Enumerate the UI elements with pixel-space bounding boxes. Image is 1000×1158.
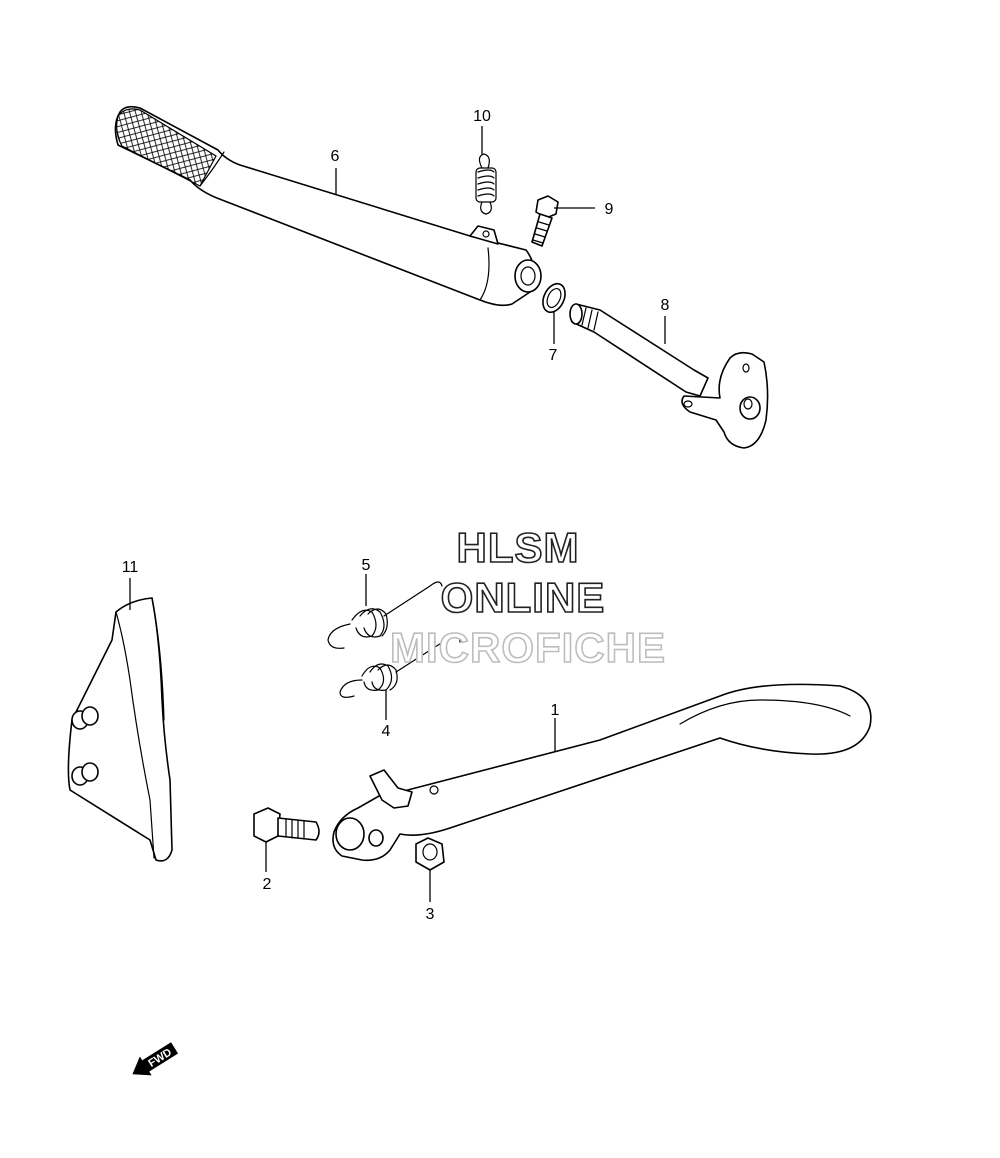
spring-part-4 bbox=[339, 635, 461, 698]
callout-8: 8 bbox=[661, 297, 670, 314]
pedal-arm-part-6 bbox=[114, 105, 542, 307]
lever-part-1 bbox=[332, 683, 872, 862]
callout-1: 1 bbox=[551, 702, 560, 719]
callout-3: 3 bbox=[426, 906, 435, 923]
callout-4: 4 bbox=[382, 723, 391, 740]
watermark-line-3: MICROFICHE bbox=[390, 624, 666, 671]
washer-part-7 bbox=[542, 282, 566, 314]
callout-7: 7 bbox=[549, 347, 558, 364]
watermark: HLSM ONLINE MICROFICHE bbox=[389, 523, 666, 672]
callout-labels: 1 2 3 4 5 6 7 8 9 10 11 bbox=[122, 108, 670, 923]
bolt-part-2 bbox=[253, 807, 320, 843]
callout-10: 10 bbox=[473, 108, 491, 125]
shaft-part-8 bbox=[569, 303, 769, 449]
leader-lines bbox=[129, 126, 666, 902]
spring-part-5 bbox=[327, 581, 443, 649]
bolt-part-9 bbox=[531, 195, 559, 247]
cover-part-11 bbox=[67, 597, 173, 862]
nut-part-3 bbox=[415, 837, 445, 871]
callout-2: 2 bbox=[263, 876, 272, 893]
callout-6: 6 bbox=[331, 148, 340, 165]
fwd-arrow-icon: FWD bbox=[132, 1042, 179, 1076]
callout-11: 11 bbox=[122, 559, 139, 576]
watermark-line-1: HLSM bbox=[457, 524, 580, 571]
callout-5: 5 bbox=[362, 557, 371, 574]
watermark-line-2: ONLINE bbox=[441, 574, 606, 621]
callout-9: 9 bbox=[605, 201, 614, 218]
spring-part-10 bbox=[475, 153, 497, 215]
